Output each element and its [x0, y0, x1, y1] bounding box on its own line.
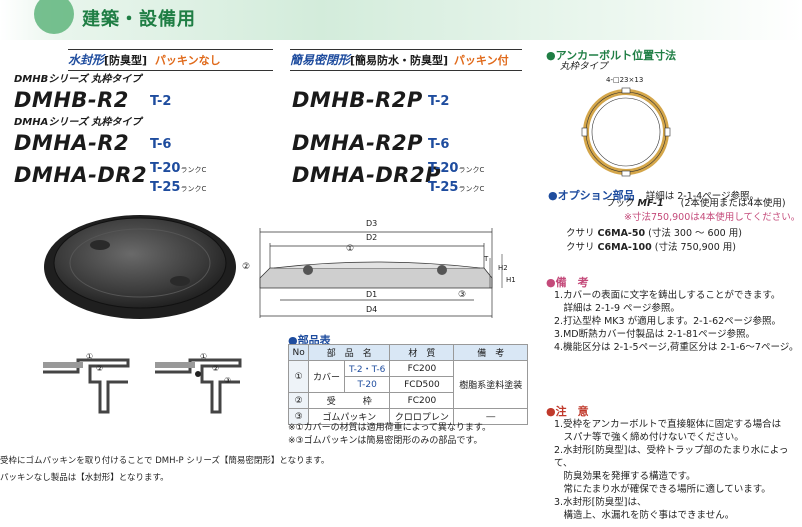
sketch2-label-1: ①: [200, 352, 208, 361]
page-title: 建築・設備用: [82, 9, 196, 30]
simple-seal-type: 簡易密閉形: [290, 53, 351, 67]
header-banner: [0, 0, 802, 40]
watersealed-packing: パッキンなし: [154, 54, 221, 67]
rank-dmha-dr2-2: ランクC: [180, 185, 207, 193]
section-drawing: [259, 228, 503, 318]
cautions-title: ●注 意: [546, 405, 589, 418]
parts-table-header: No 部 品 名 材 質 備 考: [287, 344, 528, 361]
parts-table-title: ●部品表: [288, 334, 331, 347]
anchor-dim: 4-□23×13: [606, 76, 644, 84]
load-dmha-dr2-2: T-25: [150, 180, 181, 195]
anchor-bolt-diagram: [581, 87, 671, 177]
option-chain-2: クサリ C6MA-100 (寸法 750,900 用): [566, 242, 736, 253]
product-dmha-r2p: DMHA-R2P: [292, 131, 424, 155]
simple-seal-header: 簡易密閉形[簡易防水・防臭型] パッキン付: [290, 49, 522, 71]
remarks-item: 1.カバーの表面に文字を鋳出しすることができます。: [554, 290, 781, 301]
simple-seal-sub: [簡易防水・防臭型]: [350, 54, 449, 67]
table-row: ① カバー T-2・T-6 FC200 樹脂系塗料塗装: [287, 360, 528, 409]
remarks-item: 2.打込型枠 MK3 が適用します。2-1-62ページ参照。: [554, 316, 781, 327]
load-dmha-r2p: T-6: [428, 137, 450, 152]
header-circle-decoration: [34, 0, 74, 34]
dim-h2: H2: [498, 264, 508, 272]
option-hook: フック MF-1 (2本使用または4本使用): [606, 198, 786, 209]
label-1: ①: [346, 244, 355, 254]
rank-dmha-dr2p-1: ランクC: [458, 166, 485, 174]
dim-t: T: [484, 255, 489, 263]
anchor-subtitle: 丸枠タイプ: [560, 61, 608, 72]
table-row: ② 受 枠 FC200: [287, 392, 528, 409]
manhole-cover-illustration: [44, 215, 236, 319]
section-sketch-watersealed: [43, 358, 130, 414]
parts-note-2: ※③ゴムパッキンは簡易密閉形のみの部品です。: [288, 436, 483, 446]
caution-item: スパナ等で強く締め付けないでください。: [554, 432, 744, 443]
label-3: ③: [458, 290, 467, 300]
remarks-title: ●備 考: [546, 276, 589, 289]
load-dmha-dr2p-1: T-20: [428, 161, 459, 176]
option-size-note: ※寸法750,900は4本使用してください。: [624, 212, 801, 223]
caution-item: 2.水封形[防臭型]は、受枠トラップ部のたまり水によって、: [554, 445, 789, 469]
options-header: ●オプション部品 詳細は 2-1-4ページ参照。: [548, 184, 759, 203]
sketch2-label-2: ②: [212, 364, 220, 373]
sketch1-label-1: ①: [86, 352, 94, 361]
options-intro: 詳細は 2-1-4ページ参照。: [645, 191, 760, 202]
rank-dmha-dr2-1: ランクC: [180, 166, 207, 174]
remarks-item: 3.MD断熱カバー付製品は 2-1-81ページ参照。: [554, 329, 755, 340]
watersealed-sub: [防臭型]: [104, 54, 148, 67]
product-dmhb-r2: DMHB-R2: [14, 88, 129, 112]
parts-table: No 部 品 名 材 質 備 考 ① カバー T-2・T-6 FC200 樹脂系…: [287, 344, 528, 425]
load-dmhb-r2: T-2: [150, 94, 172, 109]
watersealed-type: 水封形: [68, 53, 105, 67]
load-dmha-dr2p-2: T-25: [428, 180, 459, 195]
load-dmha-dr2-1: T-20: [150, 161, 181, 176]
bottom-note-2: パッキンなし製品は【水封形】となります。: [0, 473, 169, 483]
simple-seal-packing: パッキン付: [453, 54, 509, 67]
col-no: No: [287, 344, 310, 361]
rank-dmha-dr2p-2: ランクC: [458, 185, 485, 193]
section-sketch-simple-seal: [155, 358, 242, 414]
caution-item: 常にたまり水が確保できる場所に適しています。: [554, 484, 771, 495]
table-row: T-20 FCD500: [289, 376, 528, 393]
dim-d1: D1: [366, 290, 378, 299]
dim-d4: D4: [366, 305, 378, 314]
col-note: 備 考: [453, 344, 528, 361]
parts-note-1: ※①カバーの材質は適用荷重によって異なります。: [288, 423, 491, 433]
load-block-dmha-dr2p: T-20ランクC T-25ランクC: [428, 157, 484, 195]
remarks-item: 4.機能区分は 2-1-5ページ,荷重区分は 2-1-6～7ページ。: [554, 342, 799, 353]
options-title: ●オプション部品: [548, 189, 635, 202]
product-dmha-dr2p: DMHA-DR2P: [292, 163, 441, 187]
label-2: ②: [242, 262, 251, 272]
load-block-dmha-dr2: T-20ランクC T-25ランクC: [150, 157, 206, 195]
sketch1-label-2: ②: [96, 364, 104, 373]
sketch2-label-3: ③: [224, 376, 232, 385]
caution-item: 構造上、水漏れを防ぐ事はできません。: [554, 510, 735, 521]
product-dmha-dr2: DMHA-DR2: [14, 163, 148, 187]
col-name: 部 品 名: [308, 344, 391, 361]
load-dmha-r2: T-6: [150, 137, 172, 152]
caution-item: 防臭効果を発揮する構造です。: [554, 471, 696, 482]
cautions-list: 1.受枠をアンカーボルトで直接躯体に固定する場合は スパナ等で強く締め付けないで…: [554, 418, 800, 522]
anchor-title: ●アンカーボルト位置寸法: [546, 49, 677, 62]
dim-d3: D3: [366, 219, 378, 228]
dim-d2: D2: [366, 233, 378, 242]
bottom-note-1: 受枠にゴムパッキンを取り付けることで DMH-P シリーズ【簡易密閉形】となりま…: [0, 456, 330, 466]
col-material: 材 質: [389, 344, 455, 361]
product-dmha-r2: DMHA-R2: [14, 131, 130, 155]
product-dmhb-r2p: DMHB-R2P: [292, 88, 423, 112]
series-dmhb: DMHBシリーズ 丸枠タイプ: [14, 74, 142, 85]
series-dmha: DMHAシリーズ 丸枠タイプ: [14, 117, 142, 128]
caution-item: 3.水封形[防臭型]は、: [554, 497, 647, 508]
dim-h1: H1: [506, 276, 516, 284]
load-dmhb-r2p: T-2: [428, 94, 450, 109]
option-chain-1: クサリ C6MA-50 (寸法 300 ～ 600 用): [566, 228, 742, 239]
table-row: ③ ゴムパッキン クロロプレン ―: [287, 408, 528, 425]
watersealed-header: 水封形[防臭型] パッキンなし: [68, 49, 273, 71]
caution-item: 1.受枠をアンカーボルトで直接躯体に固定する場合は: [554, 419, 782, 430]
remarks-list: 1.カバーの表面に文字を鋳出しすることができます。 詳細は 2-1-9 ページ参…: [554, 289, 800, 354]
remarks-item: 詳細は 2-1-9 ページ参照。: [554, 303, 680, 314]
